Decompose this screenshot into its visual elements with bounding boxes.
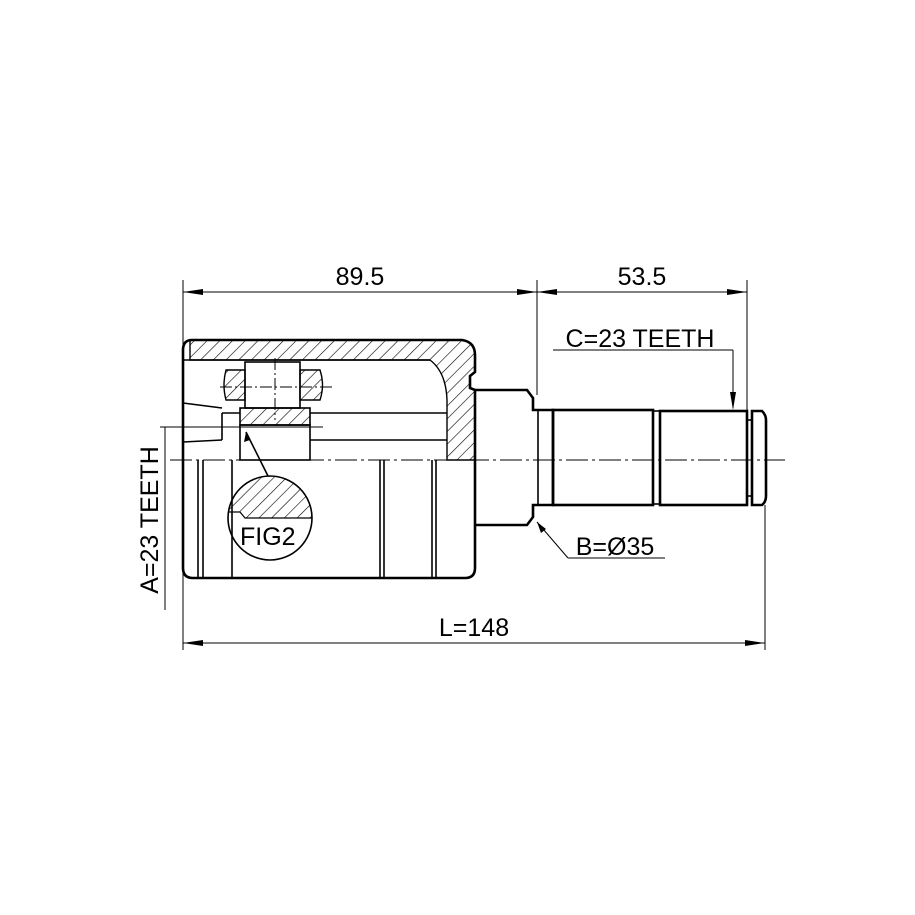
fig2-label: FIG2 [240, 523, 296, 551]
dim-shaft-length: 53.5 [618, 263, 667, 291]
dimension-lines [164, 280, 766, 650]
dim-total-length: L=148 [439, 614, 509, 642]
dim-shaft-diameter: B=Ø35 [576, 533, 655, 561]
dim-outer-spline: C=23 TEETH [566, 325, 715, 353]
housing [160, 338, 477, 580]
dim-housing-length: 89.5 [336, 263, 385, 291]
shaft [475, 388, 768, 527]
fig2-detail: FIG2 [227, 431, 313, 561]
dim-inner-spline: A=23 TEETH [136, 446, 164, 594]
